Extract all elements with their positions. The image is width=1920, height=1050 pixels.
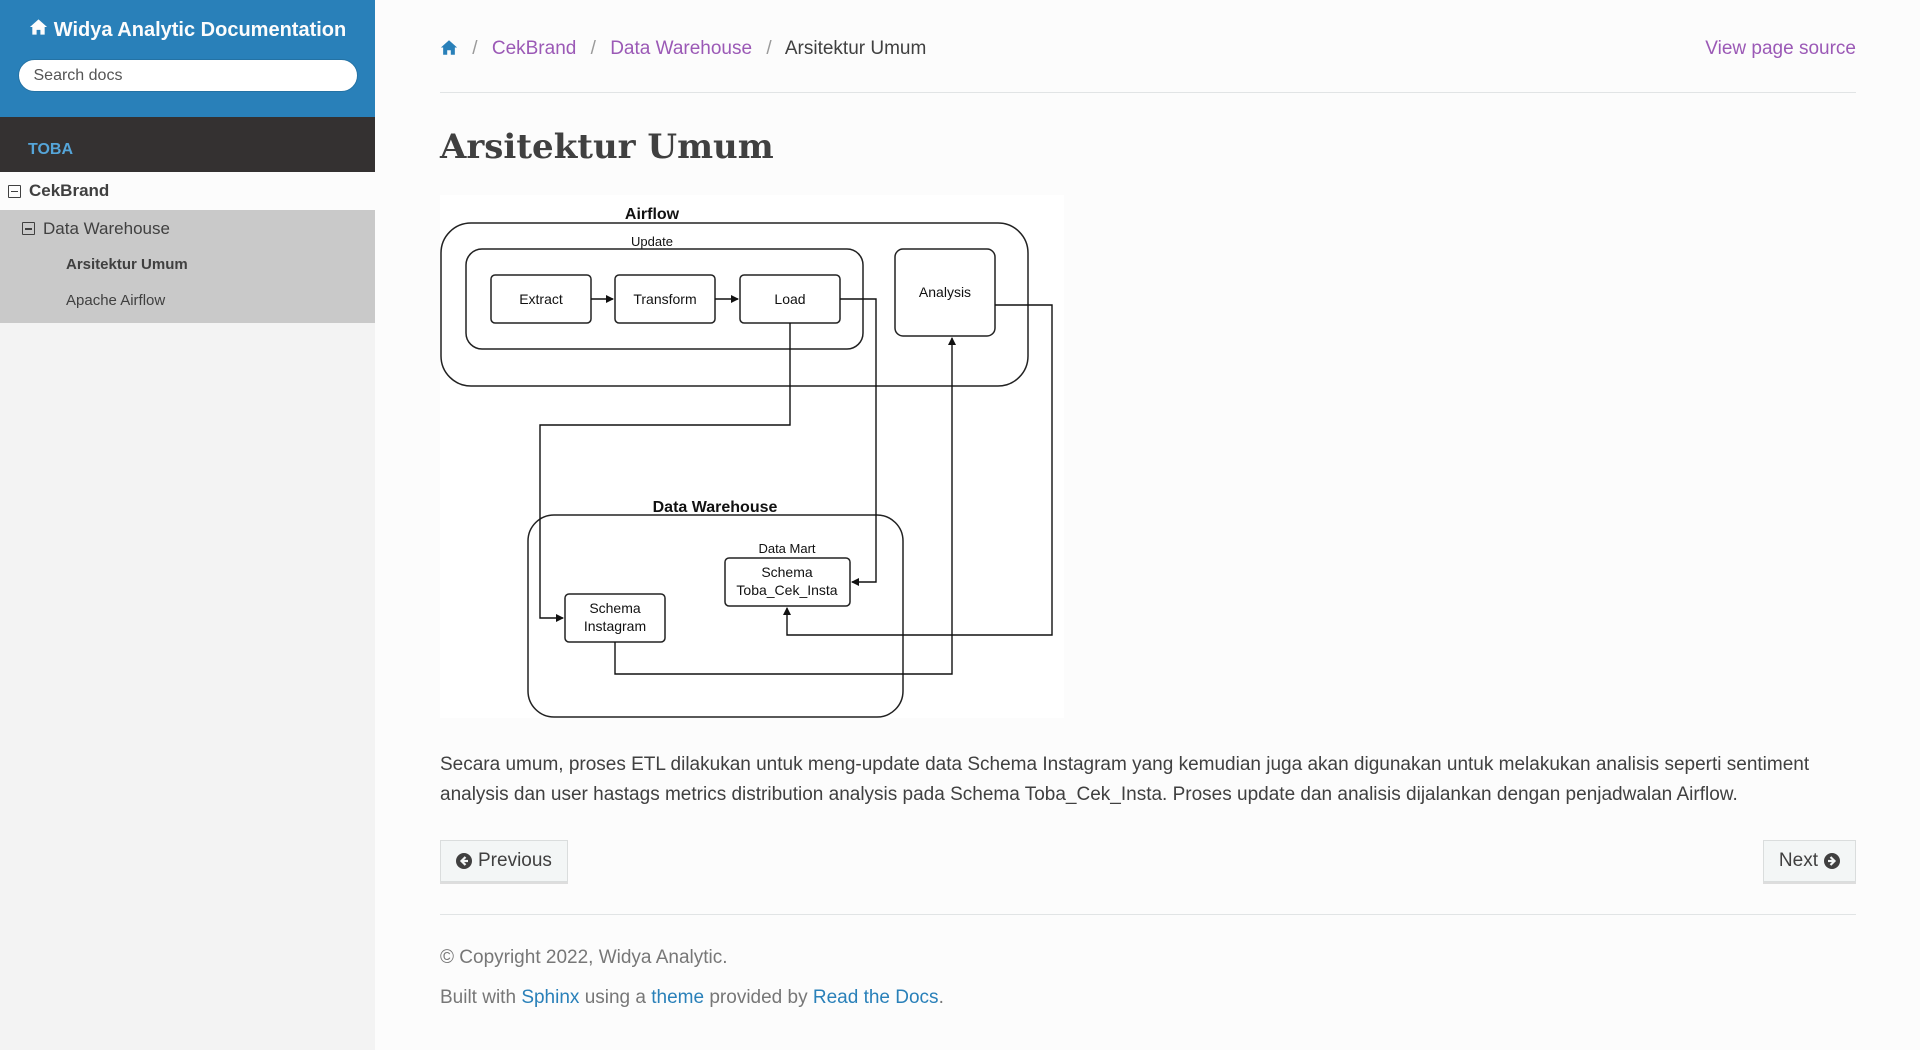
instagram-to-analysis-arrow — [614, 337, 956, 675]
extract-label: Extract — [519, 291, 563, 307]
breadcrumb-current: Arsitektur Umum — [784, 38, 927, 59]
load-to-toba-arrow — [840, 298, 877, 586]
view-page-source-link[interactable]: View page source — [1705, 38, 1856, 59]
breadcrumb-separator: / — [472, 38, 478, 59]
sidebar-item-label: CekBrand — [29, 181, 110, 200]
next-button[interactable]: Next — [1762, 840, 1856, 882]
schema-toba-label-1: Schema — [761, 564, 813, 580]
provided-by-label: provided by — [709, 987, 808, 1008]
arrow-circle-left-icon — [456, 853, 472, 869]
schema-instagram-label-2: Instagram — [584, 618, 646, 634]
update-label: Update — [631, 234, 673, 249]
architecture-diagram: Airflow Update Extract Transform Load An… — [440, 195, 1064, 718]
breadcrumb-data-warehouse-link[interactable]: Data Warehouse — [610, 38, 753, 59]
main-content: / CekBrand / Data Warehouse / Arsitektur… — [440, 0, 1856, 1009]
data-warehouse-group — [527, 514, 904, 718]
data-mart-label: Data Mart — [758, 541, 815, 556]
data-warehouse-label: Data Warehouse — [653, 499, 778, 516]
previous-button[interactable]: Previous — [440, 840, 568, 882]
sidebar-item-cekbrand[interactable]: CekBrand — [0, 172, 375, 210]
page-title: Arsitektur Umum — [440, 127, 774, 167]
next-label: Next — [1778, 850, 1818, 871]
built-with-text: Built with Sphinx using a theme provided… — [440, 987, 1856, 1009]
sidebar-caption: TOBA — [0, 117, 375, 172]
collapse-icon[interactable] — [22, 222, 35, 235]
arrow-circle-right-icon — [1824, 853, 1840, 869]
breadcrumb: / CekBrand / Data Warehouse / Arsitektur… — [440, 0, 1856, 93]
footer-period: . — [938, 987, 944, 1008]
schema-toba-box — [724, 557, 851, 607]
sphinx-link[interactable]: Sphinx — [521, 987, 580, 1008]
project-home-link[interactable]: Widya Analytic Documentation — [29, 18, 346, 42]
body-paragraph: Secara umum, proses ETL dilakukan untuk … — [440, 754, 1810, 805]
sidebar-item-arsitektur-umum[interactable]: Arsitektur Umum — [66, 256, 188, 273]
copyright-text: © Copyright 2022, Widya Analytic. — [440, 947, 728, 968]
airflow-label: Airflow — [625, 206, 680, 223]
page-navigation: Previous Next — [440, 840, 1856, 884]
analysis-label: Analysis — [919, 284, 971, 300]
breadcrumb-cekbrand-link[interactable]: CekBrand — [491, 38, 577, 59]
sidebar: Widya Analytic Documentation TOBA CekBra… — [0, 0, 375, 1050]
home-icon[interactable] — [440, 39, 458, 62]
sidebar-item-apache-airflow[interactable]: Apache Airflow — [66, 292, 166, 309]
home-icon — [29, 18, 48, 42]
project-title: Widya Analytic Documentation — [53, 18, 347, 41]
analysis-to-toba-arrow — [783, 304, 1053, 636]
search-input[interactable] — [17, 59, 358, 92]
schema-instagram-label-1: Schema — [589, 600, 641, 616]
sidebar-header: Widya Analytic Documentation — [0, 0, 375, 117]
breadcrumb-separator: / — [590, 38, 596, 59]
collapse-icon[interactable] — [8, 184, 21, 198]
sidebar-submenu: Data Warehouse Arsitektur Umum Apache Ai… — [0, 210, 375, 323]
schema-toba-label-2: Toba_Cek_Insta — [736, 582, 837, 598]
previous-label: Previous — [478, 850, 552, 871]
theme-link[interactable]: theme — [651, 987, 705, 1008]
footer-divider — [440, 914, 1856, 915]
transform-label: Transform — [633, 291, 696, 307]
using-a-label: using a — [584, 987, 646, 1008]
sidebar-item-label: Data Warehouse — [43, 218, 170, 238]
built-with-label: Built with — [440, 987, 517, 1008]
breadcrumb-separator: / — [766, 38, 772, 59]
analysis-box — [894, 248, 996, 337]
sidebar-item-data-warehouse[interactable]: Data Warehouse — [0, 210, 375, 247]
footer: © Copyright 2022, Widya Analytic. Built … — [440, 947, 1856, 1009]
load-label: Load — [774, 291, 805, 307]
load-to-instagram-arrow — [539, 323, 791, 622]
read-the-docs-link[interactable]: Read the Docs — [812, 987, 939, 1008]
